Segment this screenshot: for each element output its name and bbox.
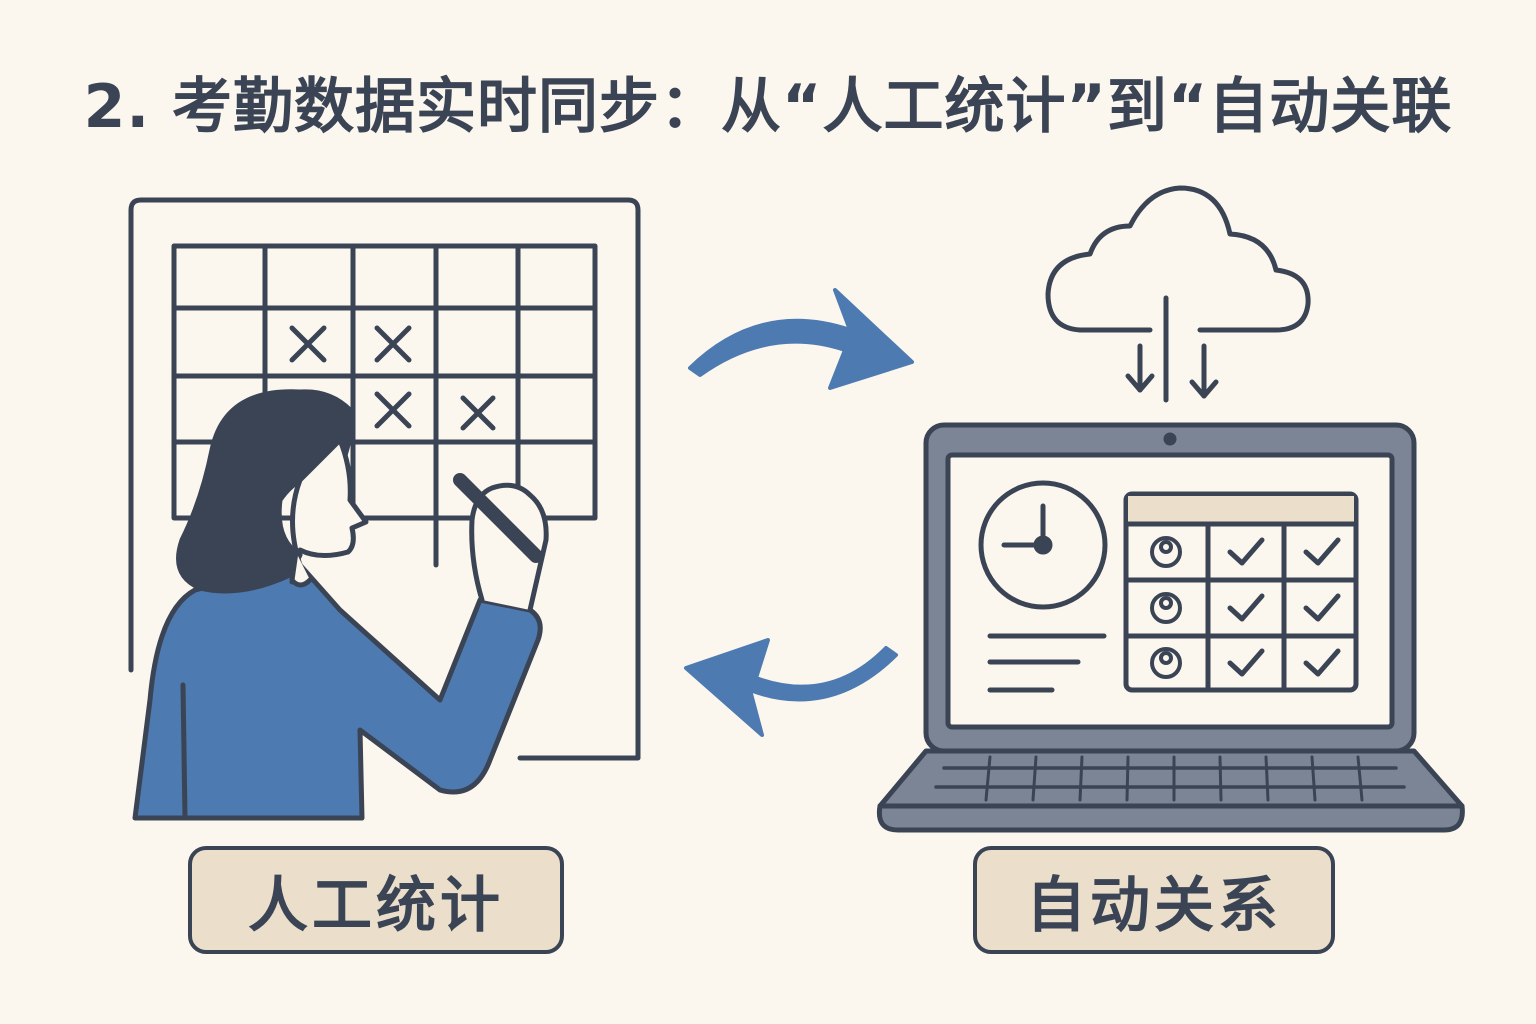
user-icon [1150,536,1182,568]
pen [453,473,543,563]
arrow-left-curved-icon [684,638,898,737]
attendance-sheet [128,197,641,761]
hair [176,389,354,594]
x-mark-icon [374,325,412,363]
manual-stats-label: 人工统计 [188,846,564,954]
page-title: 2. 考勤数据实时同步：从“人工统计”到“自动关联 [83,72,1453,142]
user-icon [1150,647,1182,679]
x-mark-icon [460,395,496,431]
face [289,437,369,585]
checkmark-icons [1227,537,1341,677]
x-mark-icon [374,391,412,429]
user-icon [1150,592,1182,624]
attendance-table [1123,491,1359,693]
cloud-download-icon [1045,185,1311,403]
x-mark-icon [289,325,327,363]
auto-relation-label: 自动关系 [973,846,1335,954]
arrow-right-curved-icon [688,288,914,390]
blue-sweater [132,562,543,821]
clock-icon [978,480,1108,610]
text-lines [987,633,1107,693]
woman-figure [132,389,549,821]
